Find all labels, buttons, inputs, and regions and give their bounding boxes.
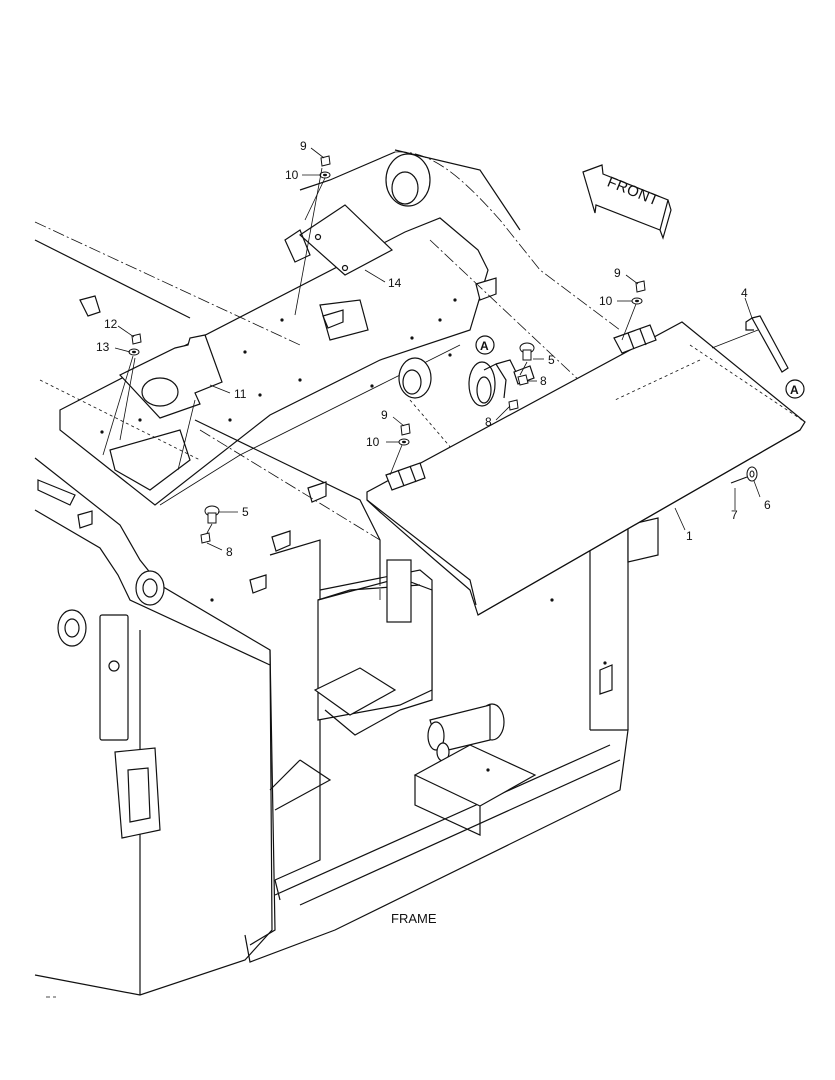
callout-7: 7 [731,508,738,522]
gasket-plate [119,334,223,419]
washer-13 [128,348,140,356]
callout-8-a: 8 [540,374,547,388]
front-direction-arrow: FRONT [582,164,672,240]
bolt-12 [131,333,142,345]
callout-10-c: 10 [366,435,380,449]
nut-8-c [200,532,211,544]
frame-body [34,149,659,996]
pin-part-7 [730,476,748,484]
callout-14: 14 [388,276,402,290]
stud-5-b [204,505,220,524]
hinge-upper [613,324,657,354]
callout-11: 11 [234,387,247,401]
callout-9-b: 9 [614,266,621,280]
washer-part-6 [746,466,758,482]
callout-6: 6 [764,498,771,512]
callout-13: 13 [96,340,110,354]
detail-marker-a-right: A [785,379,805,399]
callout-9-c: 9 [381,408,388,422]
callout-4: 4 [741,286,748,300]
callout-labels: 9 10 14 9 10 4 12 13 5 8 8 11 9 10 5 8 1… [96,139,771,559]
nut-8-a [517,374,529,386]
bolt-9-c [400,423,411,436]
callout-8-c: 8 [226,545,233,559]
rod-part-4 [745,315,789,373]
bolt-9-a [320,155,331,167]
stud-5-a [519,342,535,361]
detail-marker-a-left: A [475,335,495,355]
svg-text:A: A [790,383,799,397]
callout-10-a: 10 [285,168,299,182]
washer-10-b [631,297,643,305]
bolt-9-b [635,280,646,293]
svg-text:A: A [480,339,489,353]
callout-10-b: 10 [599,294,613,308]
hinge-lower [385,462,426,491]
nut-8-b [508,399,519,411]
callout-9-a: 9 [300,139,307,153]
callout-1: 1 [686,529,693,543]
callout-8-b: 8 [485,415,492,429]
frame-caption: FRAME [391,911,437,926]
callout-5-b: 5 [242,505,249,519]
leader-lines [102,147,761,551]
callout-5-a: 5 [548,353,555,367]
callout-12: 12 [104,317,118,331]
washer-10-c [398,438,410,446]
top-access-cover [284,204,394,276]
cover-panel [366,321,806,616]
